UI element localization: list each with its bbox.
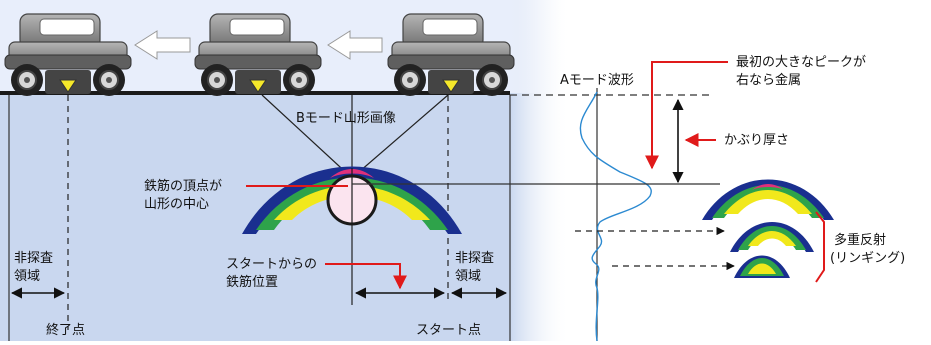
reflection-hill-1 — [702, 179, 834, 220]
rebar-apex-label-line1: 鉄筋の頂点が — [144, 178, 222, 194]
reflection-hill-2 — [730, 222, 814, 252]
a-mode-waveform — [579, 91, 652, 342]
reflection-hill-3 — [734, 255, 790, 278]
first-peak-pointer — [645, 61, 728, 170]
rebar-position-label-line2: 鉄筋位置 — [226, 274, 278, 290]
move-left-arrow-icon — [327, 30, 383, 60]
multiple-reflection-bracket — [815, 211, 825, 283]
start-point-label: スタート点 — [416, 323, 481, 338]
b-mode-image-label: Bモード山形画像 — [296, 111, 396, 126]
first-peak-label-line2: 右なら金属 — [736, 72, 801, 88]
non-scan-right-label-line2: 領域 — [455, 268, 481, 284]
cover-thickness-label: かぶり厚さ — [724, 133, 789, 148]
end-point-label: 終了点 — [46, 322, 85, 338]
non-scan-left-label-line2: 領域 — [14, 268, 40, 284]
multiple-reflection-label-line1: 多重反射 — [834, 232, 886, 248]
a-mode-waveform-label: Aモード波形 — [560, 73, 634, 88]
rebar-position-pointer — [325, 263, 407, 290]
non-scan-left-label-line1: 非探査 — [14, 251, 53, 266]
multiple-reflection-label-line2: (リンギング) — [830, 251, 905, 266]
rebar-apex-label-line2: 山形の中心 — [144, 197, 209, 212]
rebar-position-label-line1: スタートからの — [226, 257, 317, 272]
first-peak-label-line1: 最初の大きなピークが — [736, 55, 866, 70]
move-left-arrow-icon — [134, 30, 191, 60]
non-scan-right-label-line1: 非探査 — [455, 251, 494, 266]
